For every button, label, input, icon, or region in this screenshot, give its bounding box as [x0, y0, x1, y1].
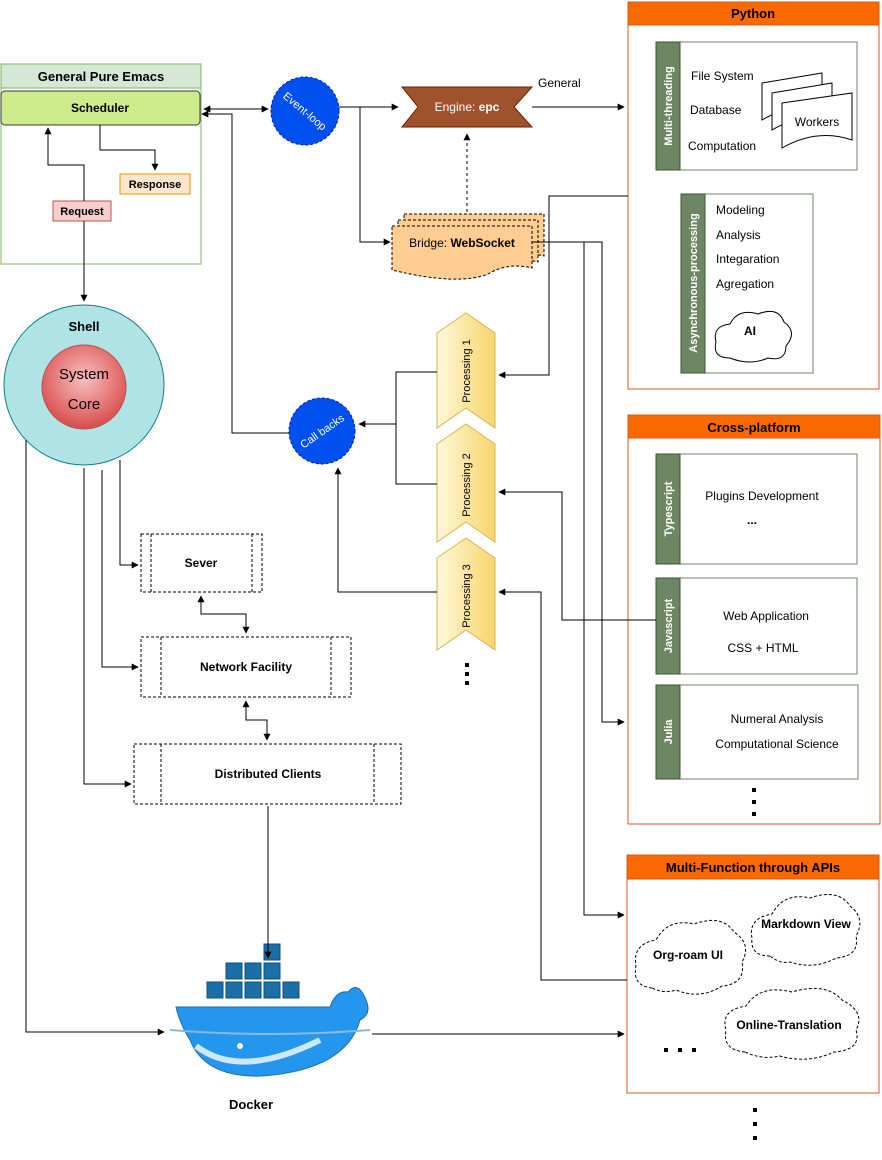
ts-item-2: ...	[747, 513, 757, 527]
response-box	[119, 173, 191, 195]
markdown-view-cloud[interactable]	[750, 893, 861, 966]
svg-text:Engine: epc: Engine: epc	[435, 100, 500, 114]
processing-2[interactable]: Processing 2	[436, 423, 496, 543]
network-facility-label: Network Facility	[200, 660, 292, 674]
general-label: General	[538, 76, 581, 90]
processing-3[interactable]: Processing 3	[436, 537, 496, 651]
online-translation-label: Online-Translation	[736, 1018, 841, 1032]
cross-platform-panel: Cross-platform Typescript Plugins Develo…	[627, 414, 881, 825]
callbacks-circle[interactable]: Call backs	[288, 397, 356, 465]
julia-item-2: Computational Science	[715, 737, 839, 751]
typescript-group: Typescript Plugins Development ...	[655, 453, 858, 565]
engine-name: epc	[479, 100, 500, 114]
mt-item-file-system: File System	[691, 69, 754, 83]
bridge-websocket[interactable]: Bridge: WebSocket	[391, 213, 545, 280]
scheduler-label: Scheduler	[71, 101, 129, 115]
distributed-clients-label: Distributed Clients	[215, 767, 322, 781]
js-item-1: Web Application	[723, 609, 809, 623]
processing-3-label: Processing 3	[461, 564, 473, 628]
network-facility-box[interactable]: Network Facility	[140, 636, 352, 698]
processing-more-dots	[465, 663, 469, 685]
shell-circle: Shell System Core	[3, 304, 165, 466]
core-label-2: Core	[68, 396, 101, 413]
apis-title: Multi-Function through APIs	[666, 860, 840, 875]
cross-platform-title: Cross-platform	[707, 420, 800, 435]
javascript-label: Javascript	[663, 598, 675, 653]
emacs-panel: General Pure Emacs Scheduler Response Re…	[0, 63, 202, 265]
async-item-analysis: Analysis	[716, 228, 761, 242]
distributed-clients-box[interactable]: Distributed Clients	[133, 743, 402, 805]
workers-stack	[761, 72, 853, 149]
bridge-prefix: Bridge:	[409, 236, 450, 250]
connectors	[25, 103, 656, 1038]
async-group: Asynchronous-processing Modeling Analysi…	[680, 193, 814, 374]
python-panel: Python Multi-threading File System Datab…	[627, 1, 880, 390]
svg-text:Bridge: WebSocket: Bridge: WebSocket	[409, 236, 515, 250]
bridge-name: WebSocket	[450, 236, 514, 250]
server-box[interactable]: Sever	[140, 533, 263, 593]
ai-label: AI	[744, 324, 756, 338]
mt-item-computation: Computation	[688, 139, 756, 153]
apis-panel: Multi-Function through APIs Org-roam UI …	[626, 854, 880, 1094]
cross-platform-more-dots	[752, 788, 756, 816]
python-title: Python	[731, 6, 775, 21]
org-roam-label: Org-roam UI	[653, 948, 723, 962]
engine-epc[interactable]: Engine: epc	[400, 86, 534, 128]
ts-item-1: Plugins Development	[705, 489, 819, 503]
ai-cloud	[714, 310, 792, 363]
markdown-view-label: Markdown View	[761, 917, 851, 931]
system-core	[41, 344, 127, 430]
multithreading-label: Multi-threading	[663, 66, 675, 145]
docker-logo	[169, 943, 371, 1077]
julia-group: Julia Numeral Analysis Computational Sci…	[655, 684, 859, 780]
mt-item-database: Database	[690, 103, 742, 117]
julia-label: Julia	[663, 719, 675, 745]
core-label-1: System	[59, 366, 109, 383]
processing-2-label: Processing 2	[461, 453, 473, 517]
event-loop-circle[interactable]: Event-loop	[270, 76, 340, 146]
emacs-title: General Pure Emacs	[38, 69, 164, 84]
workers-label: Workers	[795, 115, 839, 129]
multithreading-group: Multi-threading File System Database Com…	[655, 41, 858, 171]
docker-label: Docker	[229, 1097, 273, 1112]
async-label: Asynchronous-processing	[688, 213, 700, 352]
typescript-label: Typescript	[663, 481, 675, 536]
processing-1-label: Processing 1	[461, 339, 473, 403]
async-item-aggregation: Agregation	[716, 277, 774, 291]
async-item-modeling: Modeling	[716, 203, 765, 217]
apis-more-dots	[664, 1048, 696, 1052]
shell-title: Shell	[68, 319, 99, 334]
processing-1[interactable]: Processing 1	[436, 312, 496, 429]
request-box	[52, 200, 112, 222]
org-roam-cloud[interactable]	[634, 919, 747, 995]
julia-item-1: Numeral Analysis	[731, 712, 824, 726]
async-item-integration: Integaration	[716, 252, 779, 266]
js-item-2: CSS + HTML	[727, 641, 798, 655]
engine-prefix: Engine:	[435, 100, 479, 114]
javascript-group: Javascript Web Application CSS + HTML	[655, 577, 858, 675]
response-label: Response	[129, 179, 182, 191]
server-label: Sever	[185, 556, 218, 570]
online-translation-cloud[interactable]	[724, 987, 860, 1060]
bottom-more-dots	[753, 1108, 757, 1140]
request-label: Request	[60, 206, 104, 218]
